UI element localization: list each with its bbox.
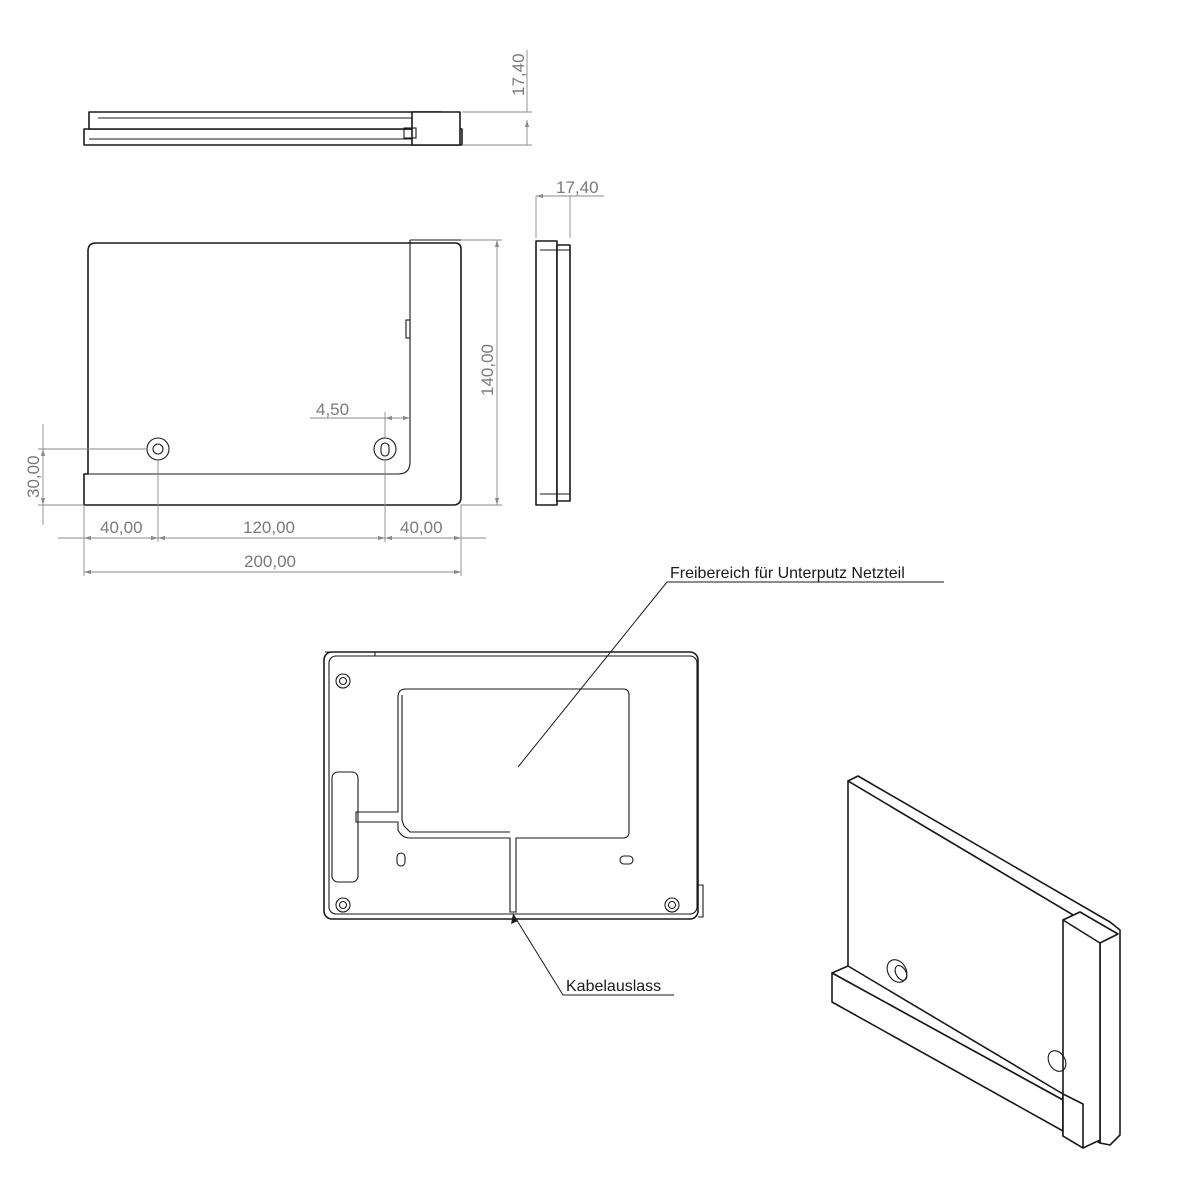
front-view-height-label: 140,00 [478, 344, 497, 396]
back-view: Freibereich für Unterputz Netzteil Kabel… [323, 565, 944, 996]
screw-top-left-core [338, 676, 348, 686]
back-view-outline [323, 651, 699, 920]
top-view-base-plate [83, 128, 463, 146]
side-view-depth-label: 17,40 [556, 178, 599, 197]
recess-inner-edge [401, 695, 510, 833]
callout-cable-outlet: Kabelauslass [566, 978, 661, 995]
side-view: 17,40 [535, 178, 604, 506]
back-slot-left [396, 852, 406, 867]
screw-bottom-right-core [667, 900, 677, 910]
callout-leader-power-supply [517, 581, 944, 768]
right-margin-label: 40,00 [400, 518, 443, 537]
screw-bottom-right [664, 897, 680, 913]
side-view-body [535, 240, 558, 506]
top-view-tablet-frame [88, 111, 442, 130]
power-supply-recess [355, 688, 630, 913]
back-view-tab-right [698, 884, 704, 918]
left-margin-label: 40,00 [100, 518, 143, 537]
hole-height-label: 30,00 [24, 455, 43, 498]
side-view-plate [556, 244, 571, 502]
iso-mounting-hole-left-inner [894, 965, 908, 981]
slot-offset-label: 4,50 [316, 400, 349, 419]
mounting-slot-left [152, 443, 164, 455]
callout-arrowhead [511, 914, 518, 924]
iso-ledge-corner [1062, 1093, 1084, 1149]
iso-mounting-hole-right [1047, 1050, 1067, 1072]
screw-top-left [335, 673, 351, 689]
mounting-slot-right [380, 442, 390, 457]
callout-power-supply: Freibereich für Unterputz Netzteil [670, 565, 905, 582]
top-view-side-block [411, 111, 461, 146]
cable-channel [331, 771, 359, 883]
back-slot-right [619, 855, 634, 865]
screw-bottom-left [335, 897, 351, 913]
screw-bottom-left-core [338, 900, 348, 910]
front-view: 140,00 4,50 30,00 40,00 120,00 40,00 200… [24, 239, 502, 576]
iso-side-bar-top [1062, 911, 1119, 944]
back-view-tab [325, 651, 376, 656]
overall-width-label: 200,00 [244, 552, 296, 571]
front-view-tray-edge [84, 240, 411, 475]
iso-back-plate [847, 780, 1101, 1144]
top-view-notch [403, 127, 417, 139]
top-view-height-label: 17,40 [509, 53, 528, 96]
front-view-outline [83, 242, 462, 506]
front-view-notch [405, 319, 411, 339]
callout-leader-cable-outlet [512, 913, 674, 996]
hole-spacing-label: 120,00 [243, 518, 295, 537]
iso-mounting-hole-left [886, 959, 908, 983]
top-view: 17,40 [83, 50, 532, 146]
isometric-view [831, 775, 1121, 1149]
